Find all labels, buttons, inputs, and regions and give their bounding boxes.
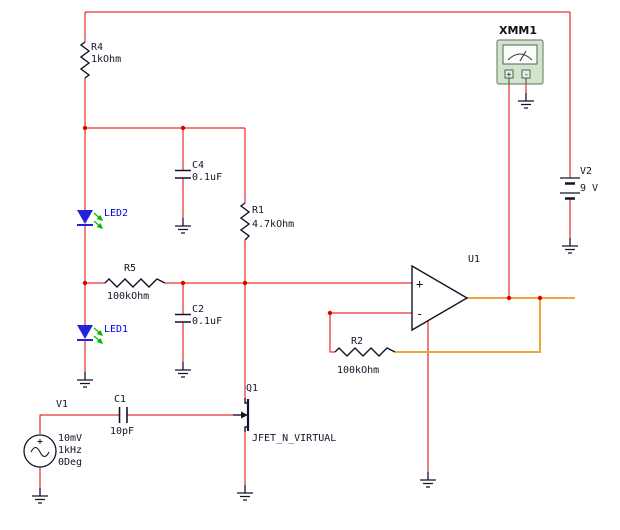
xmm1-ref-label: XMM1 (499, 24, 537, 37)
terminal-minus-sign: - (524, 70, 529, 79)
wires (39, 11, 571, 488)
component-xmm1[interactable]: XMM1 + - (496, 24, 544, 85)
resistor-symbol (239, 202, 251, 241)
q1-ref-label: Q1 (246, 383, 258, 394)
battery-long-plates (560, 177, 580, 194)
component-u1[interactable]: + - U1 (411, 254, 480, 332)
component-led2[interactable]: LED2 (77, 208, 128, 229)
junction-dot (242, 280, 248, 286)
terminal-stubs (508, 78, 527, 84)
junction-dot (82, 280, 88, 286)
led-emission-arrows (93, 212, 104, 229)
battery-short-plates (565, 182, 575, 200)
wire-minus-input[interactable] (329, 312, 412, 353)
meter-scale-arc (507, 53, 533, 61)
junction-dot (506, 295, 512, 301)
wire-v1-to-c1[interactable] (39, 414, 119, 434)
led1-ref-label: LED1 (104, 324, 128, 335)
v1-amplitude-label: 10mV (58, 433, 82, 444)
r2-ref-label: R2 (351, 336, 363, 347)
ground-symbol[interactable] (561, 237, 579, 254)
resistor-symbol (104, 278, 166, 288)
junction-dot (180, 280, 186, 286)
v1-frequency-label: 1kHz (58, 445, 82, 456)
component-q1[interactable]: Q1 JFET_N_VIRTUAL (233, 383, 336, 444)
led-triangle (77, 210, 93, 224)
ground-symbol[interactable] (174, 217, 192, 234)
r5-value-label: 100kOhm (107, 291, 149, 302)
resistor-symbol (79, 41, 91, 79)
ground-symbol[interactable] (174, 361, 192, 378)
ground-symbol[interactable] (76, 371, 94, 388)
c2-value-label: 0.1uF (192, 316, 222, 327)
opamp-minus-sign: - (416, 307, 423, 321)
component-v1[interactable]: V1 10mV 1kHz 0Deg (23, 399, 82, 468)
junction-dot (537, 295, 543, 301)
u1-ref-label: U1 (468, 254, 480, 265)
r5-ref-label: R5 (124, 263, 136, 274)
r2-value-label: 100kOhm (337, 365, 379, 376)
ground-symbol[interactable] (236, 484, 254, 501)
v2-value-label: 9 V (580, 183, 598, 194)
junction-dot (82, 125, 88, 131)
component-led1[interactable]: LED1 (77, 324, 128, 344)
output-wires (395, 297, 575, 353)
component-c4[interactable]: C4 0.1uF (175, 160, 222, 183)
component-v2[interactable]: V2 9 V (560, 166, 598, 200)
wire-feedback[interactable] (395, 298, 541, 353)
plus-mark (37, 439, 43, 444)
c1-value-label: 10pF (110, 426, 134, 437)
terminal-plus-sign: + (507, 70, 512, 79)
jfet-gate-arrow (241, 411, 248, 419)
v1-phase-label: 0Deg (58, 457, 82, 468)
ground-symbol[interactable] (517, 92, 535, 109)
r4-value-label: 1kOhm (91, 54, 121, 65)
component-c2[interactable]: C2 0.1uF (175, 304, 222, 327)
component-c1[interactable]: C1 10pF (110, 394, 134, 437)
opamp-plus-sign: + (416, 277, 423, 291)
junction-dot (180, 125, 186, 131)
led2-ref-label: LED2 (104, 208, 128, 219)
r1-value-label: 4.7kOhm (252, 219, 294, 230)
c4-ref-label: C4 (192, 160, 204, 171)
led-emission-arrows (93, 327, 104, 344)
ground-symbol[interactable] (419, 471, 437, 488)
q1-model-label: JFET_N_VIRTUAL (252, 433, 336, 444)
led-triangle (77, 325, 93, 339)
meter-needle (519, 50, 527, 62)
opamp-triangle (411, 264, 469, 332)
capacitor-symbol (175, 313, 191, 323)
junctions (82, 125, 543, 316)
v1-ref-label: V1 (56, 399, 68, 410)
r4-ref-label: R4 (91, 42, 103, 53)
component-r4[interactable]: R4 1kOhm (79, 41, 121, 79)
capacitor-symbol (175, 169, 191, 179)
component-r1[interactable]: R1 4.7kOhm (239, 202, 294, 241)
resistor-symbol (334, 347, 396, 357)
sine-symbol (30, 446, 50, 458)
c4-value-label: 0.1uF (192, 172, 222, 183)
c2-ref-label: C2 (192, 304, 204, 315)
r1-ref-label: R1 (252, 205, 264, 216)
capacitor-symbol (118, 407, 128, 423)
junction-dot (327, 310, 333, 316)
c1-ref-label: C1 (114, 394, 126, 405)
ground-symbol[interactable] (31, 487, 49, 504)
v2-ref-label: V2 (580, 166, 592, 177)
component-r5[interactable]: R5 100kOhm (104, 263, 166, 302)
component-r2[interactable]: R2 100kOhm (334, 336, 396, 376)
